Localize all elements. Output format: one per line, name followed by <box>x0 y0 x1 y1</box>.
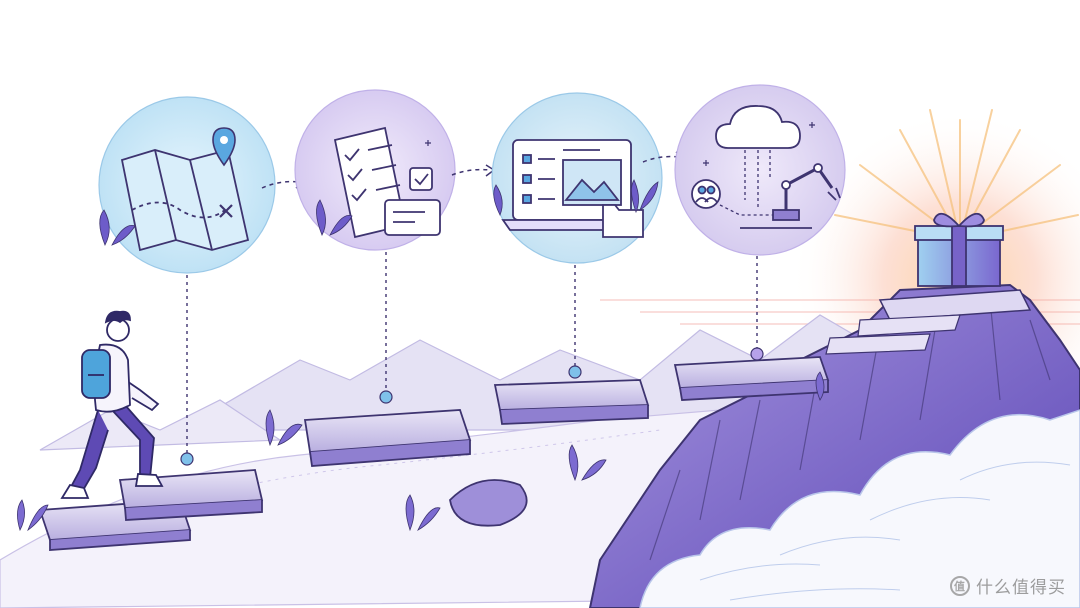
card-icon <box>384 199 441 236</box>
leaf-icon <box>316 199 353 236</box>
checkbox-icon <box>409 167 433 191</box>
stage-circle-automation <box>674 84 846 256</box>
robot-arm-icon <box>772 163 841 221</box>
leaf-icon <box>493 179 659 216</box>
stage-circle-laptop <box>491 92 663 264</box>
stepping-stones <box>38 356 830 551</box>
folded-map-icon <box>120 148 250 252</box>
cloud-icon <box>715 105 801 149</box>
clouds <box>639 409 1080 608</box>
arrow-2 <box>451 168 491 176</box>
stage-circle-map <box>98 96 276 274</box>
leaf-icon <box>99 209 136 246</box>
watermark: 值 什么值得买 <box>950 573 1066 598</box>
milestone-dots <box>180 347 764 466</box>
watermark-text: 什么值得买 <box>976 578 1066 598</box>
stage-circle-checklist <box>294 89 456 251</box>
zhi-logo-icon: 值 <box>950 575 970 596</box>
stone-3 <box>303 409 472 467</box>
folder-icon <box>602 204 644 238</box>
connectors <box>186 252 758 455</box>
location-pin-icon <box>212 127 236 167</box>
stone-4 <box>493 379 650 425</box>
hiker-with-backpack-icon <box>60 310 164 499</box>
users-icon <box>691 179 721 209</box>
gift-box-icon <box>914 212 1004 287</box>
plants <box>17 371 825 532</box>
stone-5 <box>673 356 830 401</box>
